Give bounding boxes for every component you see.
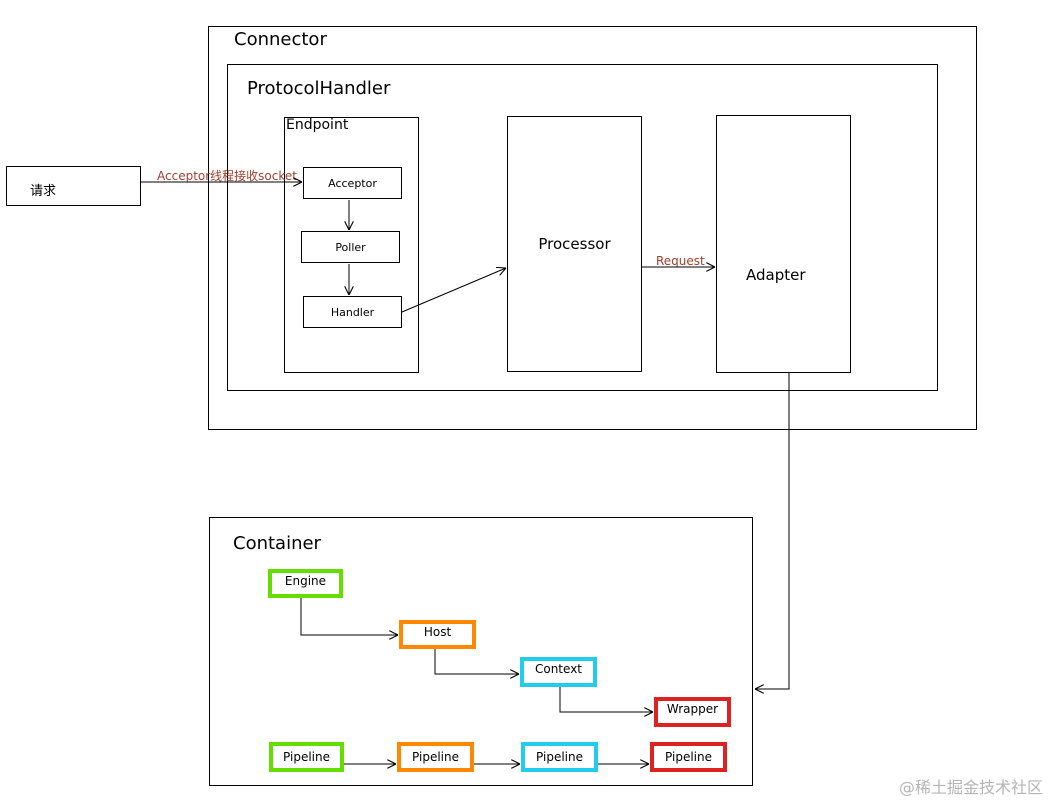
context-label: Context	[534, 662, 582, 676]
pipeline-box-wrapper: Pipeline	[650, 742, 727, 772]
pipeline-label: Pipeline	[665, 750, 712, 764]
request-box-label: 请求	[30, 184, 57, 199]
protocol-handler-title: ProtocolHandler	[247, 78, 391, 99]
host-label: Host	[423, 625, 452, 639]
request-box: 请求	[6, 166, 141, 206]
endpoint-title: Endpoint	[286, 117, 349, 133]
container-box	[209, 517, 753, 786]
pipeline-box-engine: Pipeline	[269, 742, 344, 772]
acceptor-box: Acceptor	[303, 167, 402, 199]
context-to-wrapper-arrow	[559, 687, 653, 712]
processor-label: Processor	[538, 235, 611, 253]
poller-label: Poller	[335, 240, 366, 254]
engine-to-host-arrow	[300, 598, 398, 635]
wrapper-box: Wrapper	[654, 697, 731, 727]
pipeline-box-context: Pipeline	[521, 742, 598, 772]
request-edge-label: Request	[656, 254, 705, 268]
pipeline-label: Pipeline	[536, 750, 583, 764]
wrapper-label: Wrapper	[666, 702, 719, 716]
pipeline-label: Pipeline	[412, 750, 459, 764]
processor-box: Processor	[507, 116, 642, 372]
context-box: Context	[520, 657, 597, 687]
adapter-box	[716, 115, 851, 373]
handler-to-processor-arrow	[401, 268, 506, 313]
acceptor-label: Acceptor	[328, 176, 377, 190]
watermark: @稀土掘金技术社区	[898, 778, 1043, 797]
adapter-to-container-arrow	[755, 373, 790, 689]
poller-box: Poller	[301, 231, 400, 263]
engine-box: Engine	[268, 569, 343, 598]
host-box: Host	[399, 620, 476, 649]
pipeline-label: Pipeline	[283, 750, 330, 764]
container-title: Container	[233, 533, 321, 554]
adapter-label: Adapter	[746, 266, 806, 284]
acceptor-edge-label: Acceptor线程接收socket	[157, 169, 297, 183]
handler-box: Handler	[303, 296, 402, 328]
connector-title: Connector	[234, 29, 327, 50]
pipeline-box-host: Pipeline	[397, 742, 474, 772]
engine-label: Engine	[284, 574, 327, 588]
handler-label: Handler	[330, 305, 375, 319]
host-to-context-arrow	[434, 649, 519, 674]
